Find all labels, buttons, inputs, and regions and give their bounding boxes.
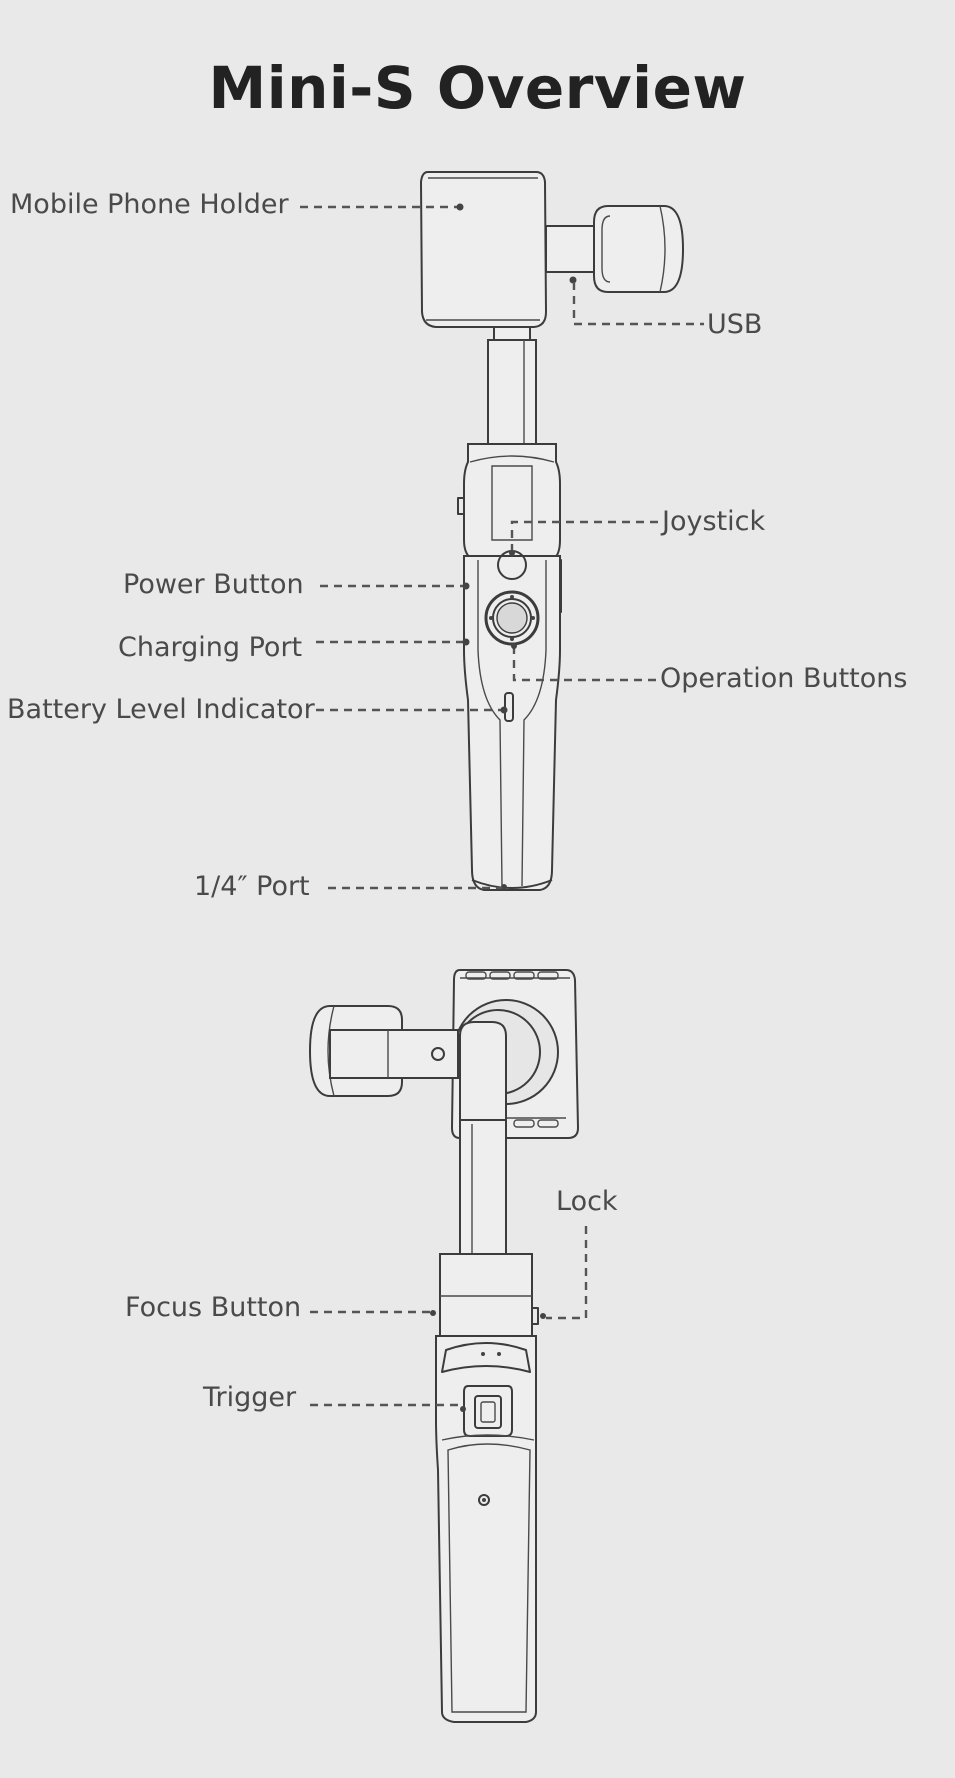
back-arm-shape (459, 1021, 507, 1138)
leader-lines (300, 203, 704, 1407)
label-operation-buttons: Operation Buttons (660, 663, 908, 694)
label-mobile-phone-holder: Mobile Phone Holder (10, 189, 289, 220)
front-handle-shape (463, 555, 561, 891)
label-focus-button: Focus Button (125, 1292, 302, 1323)
label-battery-level-indicator: Battery Level Indicator (7, 694, 315, 725)
back-view-drawing (308, 969, 580, 1723)
front-view-drawing (419, 171, 685, 891)
handle-top-shape (463, 443, 561, 561)
label-lock: Lock (556, 1186, 618, 1217)
label-power-button: Power Button (123, 569, 304, 600)
roll-motor-shape (593, 205, 685, 293)
phone-holder-shape (419, 171, 548, 328)
label-quarter-inch-port: 1/4″ Port (194, 871, 310, 902)
label-charging-port: Charging Port (118, 632, 303, 663)
front-arm-shape (487, 339, 537, 446)
label-usb: USB (707, 309, 763, 340)
label-joystick: Joystick (662, 506, 766, 537)
page-title: Mini-S Overview (208, 54, 747, 122)
label-trigger: Trigger (203, 1382, 297, 1413)
